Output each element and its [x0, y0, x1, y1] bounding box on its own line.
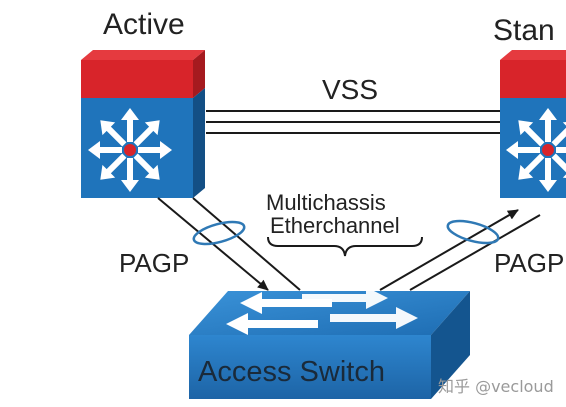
router-arrows-icon [88, 108, 172, 192]
watermark: 知乎 @vecloud [438, 377, 554, 396]
uplink-right [379, 209, 541, 291]
access-switch-label: Access Switch [198, 356, 385, 388]
pagp-ring-right [446, 219, 500, 245]
active-router-icon [81, 50, 205, 198]
etherchannel-label: Etherchannel [270, 213, 400, 238]
active-label: Active [103, 8, 185, 41]
pagp-ring-left [192, 220, 246, 246]
pagp-right-label: PAGP [494, 248, 564, 278]
router-arrows-icon [506, 108, 566, 192]
vss-link [206, 110, 500, 134]
access-switch-icon [189, 287, 470, 399]
multichassis-label: Multichassis [266, 190, 386, 215]
switch-arrows-icon [226, 287, 418, 335]
standby-router-icon [500, 50, 566, 198]
standby-label: Stan [493, 14, 555, 47]
pagp-left-label: PAGP [119, 248, 189, 278]
vss-label: VSS [322, 74, 378, 105]
etherchannel-bracket [267, 236, 423, 257]
